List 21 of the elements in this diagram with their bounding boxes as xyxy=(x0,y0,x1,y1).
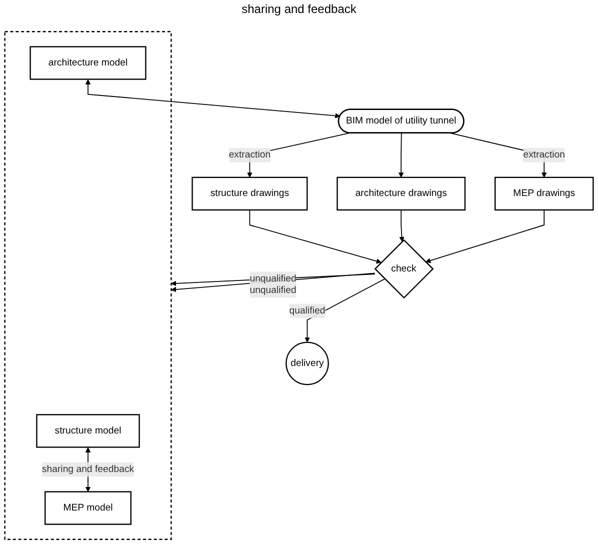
node-circle: delivery xyxy=(286,342,329,386)
node-box: architecture model xyxy=(30,46,146,80)
arrow xyxy=(249,209,382,264)
cluster xyxy=(4,31,172,540)
arrow xyxy=(398,132,404,178)
edge-label: sharing and feedback xyxy=(42,464,134,474)
node-box: structure model xyxy=(36,414,140,448)
edge-label: unqualified xyxy=(250,285,296,296)
note-text: sharing and feedback xyxy=(242,2,356,16)
arrow xyxy=(399,209,404,242)
arrow xyxy=(85,79,340,118)
edge-label: extraction xyxy=(228,150,271,160)
node-box: architecture drawings xyxy=(336,176,466,211)
edge-label: unqualified xyxy=(250,273,296,284)
arrow xyxy=(425,209,545,264)
node-diamond: check xyxy=(374,239,434,299)
node-box: MEP model xyxy=(44,491,132,525)
edge-label: qualified xyxy=(289,306,326,316)
node-box: MEP drawings xyxy=(494,176,594,211)
edge-label: extraction xyxy=(523,150,566,160)
node-box: structure drawings xyxy=(192,176,308,211)
